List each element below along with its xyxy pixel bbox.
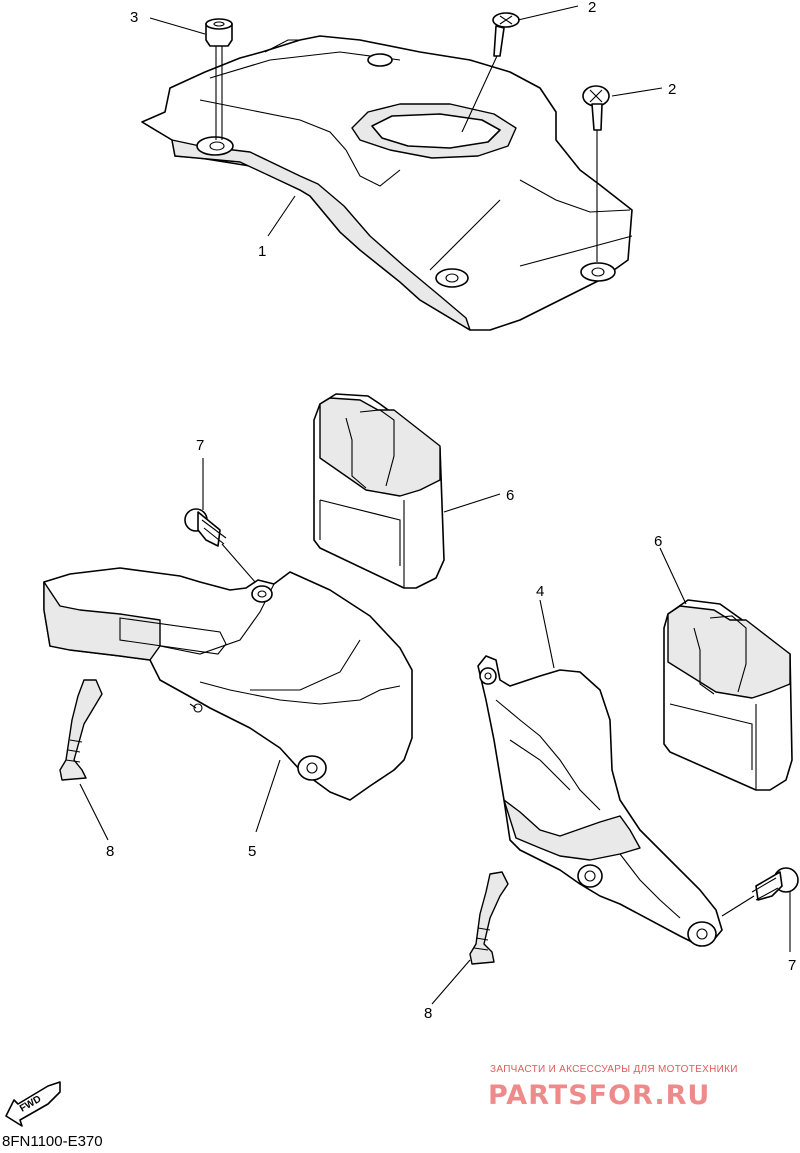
part-8-clip-right xyxy=(469,871,509,965)
callout-2-right: 2 xyxy=(668,81,676,98)
callout-3: 3 xyxy=(130,9,138,26)
callouts: 3 2 2 1 7 6 4 6 5 8 8 7 xyxy=(106,0,796,1022)
callout-4: 4 xyxy=(536,583,544,600)
part-6-box-upper xyxy=(313,393,445,589)
callout-8-left: 8 xyxy=(106,843,114,860)
forward-arrow-icon: FWD xyxy=(5,1081,61,1127)
diagram-code: 8FN1100-E370 xyxy=(2,1133,103,1150)
part-2-screw-right xyxy=(582,85,610,262)
watermark-tagline: ЗАПЧАСТИ И АКСЕССУАРЫ ДЛЯ МОТОТЕХНИКИ xyxy=(490,1064,738,1075)
callout-6-right: 6 xyxy=(654,533,662,550)
part-3-bolt xyxy=(205,18,233,140)
part-1-upper-cover xyxy=(141,35,633,331)
part-4-right-bracket xyxy=(477,655,723,947)
callout-2-top: 2 xyxy=(588,0,596,16)
part-5-left-bracket xyxy=(43,567,413,801)
leader-lines xyxy=(79,5,791,1005)
callout-8-right: 8 xyxy=(424,1005,432,1022)
callout-5: 5 xyxy=(248,843,256,860)
watermark: ЗАПЧАСТИ И АКСЕССУАРЫ ДЛЯ МОТОТЕХНИКИ PA… xyxy=(488,1064,738,1111)
callout-6-upper: 6 xyxy=(506,487,514,504)
watermark-brand: PARTSFOR.RU xyxy=(488,1080,710,1111)
part-7-bolt-right xyxy=(721,867,799,917)
callout-7-right: 7 xyxy=(788,957,796,974)
part-2-screw-top xyxy=(461,12,520,133)
callout-1: 1 xyxy=(258,243,266,260)
part-7-bolt-left xyxy=(184,508,263,591)
part-6-box-right xyxy=(663,599,793,791)
callout-7-left: 7 xyxy=(196,437,204,454)
part-8-clip-left xyxy=(59,679,103,781)
